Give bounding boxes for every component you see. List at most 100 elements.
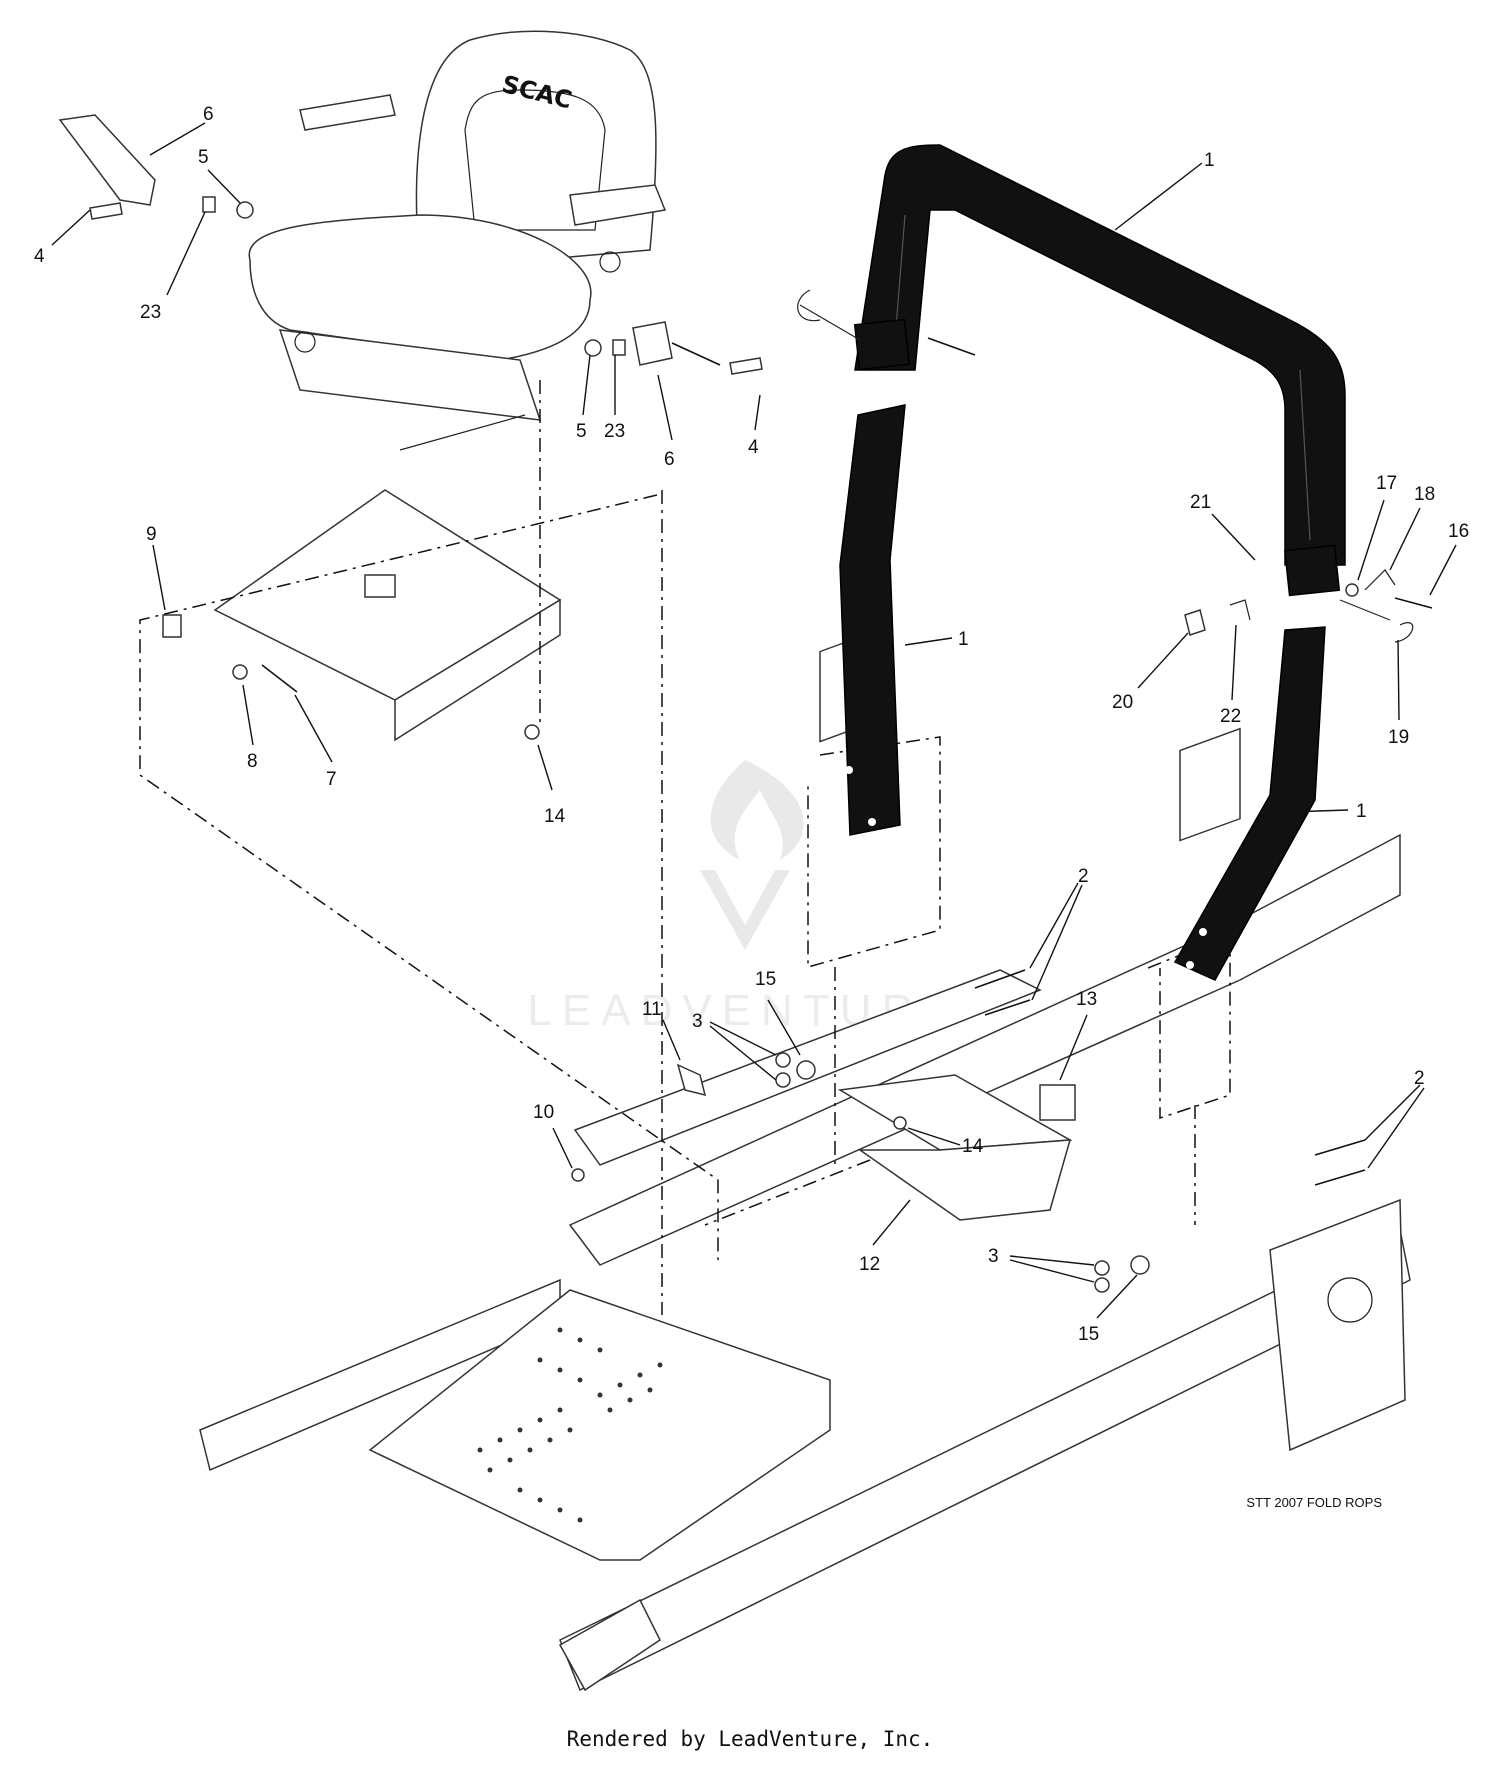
leader-5b [582,354,591,416]
assembly-line-left-leg [807,736,941,968]
mount-plate-front [857,1139,1072,1221]
nut-3-lower-a [1094,1260,1110,1276]
hinge-rod-9 [162,614,182,638]
bolt-2a-lower [984,999,1031,1016]
assembly-lines [139,380,1231,1315]
callout-15-lower: 15 [1078,1324,1099,1345]
leader-17 [1357,499,1385,581]
assembly-line-seat-plate [139,494,719,1260]
belt-spacer-left [202,196,216,213]
callout-23-seat-left: 23 [140,302,161,323]
foot-pan-holes [477,1327,663,1523]
callout-8: 8 [247,751,258,772]
hinge-bolt-right [1394,597,1433,609]
callout-10: 10 [533,1102,554,1123]
bolt-2b-lower [1314,1169,1366,1186]
callout-5-seat-right: 5 [576,421,587,442]
callout-1-right-leg: 1 [1356,801,1367,822]
callout-labels: 1 1 1 2 2 3 3 4 4 5 5 6 6 7 8 9 10 11 12… [34,104,1469,1345]
leader-6b [657,374,673,441]
rops-mount-bracket-12 [571,969,1366,1293]
leader-1c [1287,809,1349,813]
callout-23-seat-right: 23 [604,421,625,442]
bolt-2a-upper [974,969,1026,989]
clip-right [1364,569,1396,591]
bracket-22 [1229,599,1251,621]
leader-14b [907,1127,961,1146]
seat-belt-buckle-right [632,321,673,366]
callout-16: 16 [1448,521,1469,542]
chassis-frame [199,628,1411,1692]
callout-22: 22 [1220,706,1241,727]
leader-18 [1389,507,1421,571]
leader-22 [1231,624,1237,701]
rubber-stop-13 [1039,1084,1076,1121]
leader-8 [242,684,254,746]
nut-10 [571,1168,585,1182]
callout-6-seat-left: 6 [203,104,214,125]
leader-23a [166,211,206,296]
callout-15-upper: 15 [755,969,776,990]
callout-14-seat: 14 [544,806,566,827]
callout-7: 7 [326,769,337,790]
armrest-left [299,94,396,131]
rendered-by-footer: Rendered by LeadVenture, Inc. [566,1727,934,1751]
leader-2a-1 [1029,882,1079,969]
leader-4b [754,394,761,431]
foot-pan [368,1289,831,1561]
rops-assembly [797,144,1433,981]
leader-14a [537,744,553,791]
leader-15a [767,999,801,1056]
leader-1b [904,637,953,646]
leader-3b-1 [1009,1255,1095,1266]
left-leg-hole [868,818,876,826]
knob-20 [1184,609,1206,636]
v-mark [700,870,790,950]
seat-cushion [248,214,592,361]
leader-3a-1 [709,1021,777,1056]
leader-5a [207,169,241,204]
leader-1a [1114,162,1203,231]
right-side-hole [1327,1277,1373,1323]
seat-adjust-knob [294,331,316,353]
leader-13 [1059,1014,1088,1081]
bolt-2b-upper [1314,1139,1366,1156]
callout-1-top: 1 [1204,150,1215,171]
leader-21 [1211,513,1256,561]
callout-2-left: 2 [1078,866,1089,887]
rops-base-bracket-right [1179,727,1241,842]
drawing-id: STT 2007 FOLD ROPS [1246,1495,1382,1510]
assembly-line-plate-to-chassis [704,1159,871,1226]
armrest-knob [599,251,621,273]
hinge-bolt-left [927,337,976,356]
callout-4-seat: 4 [34,246,45,267]
callout-17: 17 [1376,473,1397,494]
hoop-highlight [894,214,1311,541]
seat-plate-hinge [364,574,396,598]
belt-strap-right [671,342,721,366]
callout-20: 20 [1112,692,1133,713]
callout-5-seat-left: 5 [198,147,209,168]
rops-right-leg [1173,626,1326,981]
bolt-11 [676,1063,707,1097]
leader-20 [1137,632,1189,689]
belt-spacer-right [612,339,626,356]
lynch-pin-right [1339,599,1414,643]
flame-mark [710,760,804,860]
assembly-line-right-leg [1147,933,1231,1120]
nut-14-top [524,724,540,740]
hinge-block-left [853,318,910,371]
callout-12: 12 [859,1254,880,1275]
rops-left-leg [839,404,906,836]
callout-4-rops: 4 [748,437,759,458]
frame-side-plate [1269,1198,1406,1452]
seat-plate-lip [394,598,561,742]
leader-2a-2 [1031,884,1083,1001]
left-leg-pin-hole [845,766,853,774]
frame-front-rail [559,1228,1411,1692]
leader-3b-2 [1009,1259,1095,1283]
seat-slide-rail [399,414,526,451]
leader-7 [294,694,333,763]
washer-left [236,201,254,219]
